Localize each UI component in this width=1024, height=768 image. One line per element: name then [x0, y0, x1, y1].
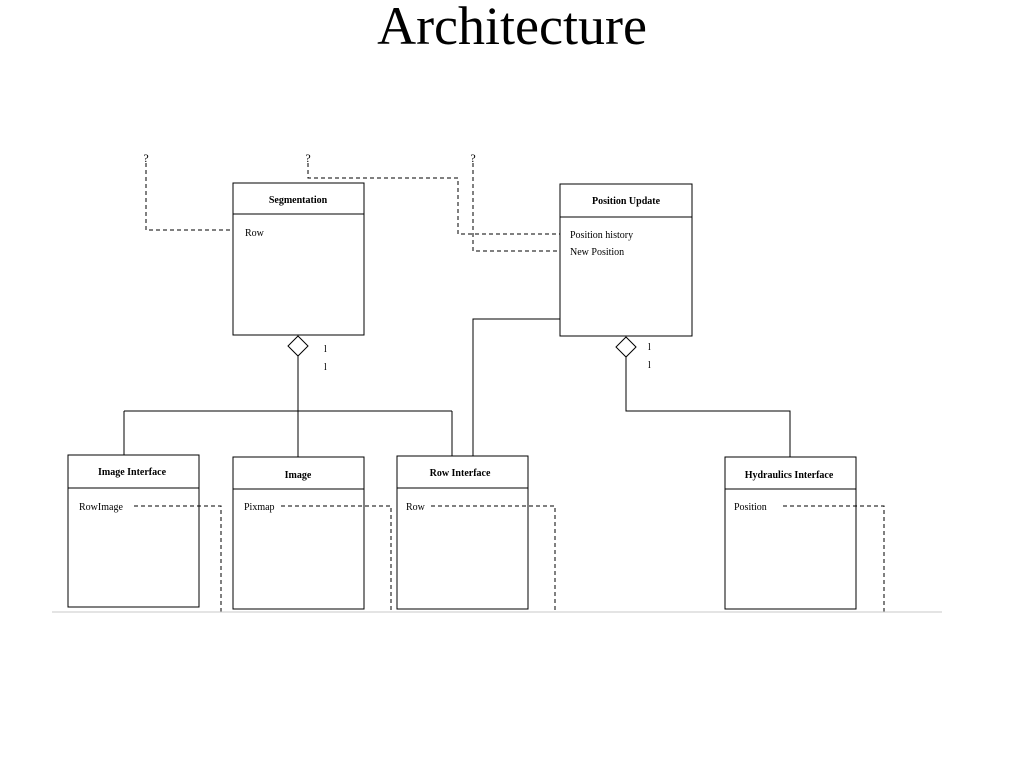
segmentation-multiplicity-1: l: [324, 344, 327, 355]
row-interface-class-name: Row Interface: [430, 468, 491, 479]
segmentation-multiplicity-2: l: [324, 362, 327, 373]
connector-glyph-right: ?: [470, 151, 475, 165]
image-interface-class-name: Image Interface: [98, 467, 167, 478]
position-update-class-name: Position Update: [592, 196, 661, 207]
slide-title: Architecture: [377, 0, 647, 56]
segmentation-class-name: Segmentation: [269, 195, 328, 206]
segmentation-box: [232, 182, 365, 336]
hydraulics-interface-attr-position: Position: [734, 502, 767, 513]
segmentation-aggregation-diamond: [287, 335, 309, 357]
position-update-attr-history: Position history: [570, 230, 633, 241]
image-class-name: Image: [285, 470, 312, 481]
position-update-aggregation-diamond: [615, 336, 637, 358]
new-position-link: [472, 163, 560, 252]
pixmap-link: [281, 505, 392, 612]
connector-glyph-middle: ?: [305, 151, 310, 165]
row-interface-box: [396, 455, 529, 610]
row-interface-row-link: [431, 505, 556, 612]
position-update-multiplicity-2: l: [648, 360, 651, 371]
row-interface-attr-row: Row: [406, 502, 426, 513]
position-history-link: [307, 163, 560, 235]
segmentation-row-link: [145, 163, 233, 231]
position-update-attr-new-position: New Position: [570, 247, 624, 258]
segmentation-attr-row: Row: [245, 228, 265, 239]
image-attr-pixmap: Pixmap: [244, 502, 275, 513]
connector-glyph-left: ?: [143, 151, 148, 165]
rowimage-link: [134, 505, 222, 612]
image-interface-attr-rowimage: RowImage: [79, 502, 123, 513]
position-update-box: [559, 183, 693, 337]
position-update-multiplicity-1: l: [648, 342, 651, 353]
image-interface-box: [67, 454, 200, 608]
hydraulics-position-link: [783, 505, 885, 612]
hydraulics-interface-class-name: Hydraulics Interface: [745, 470, 834, 481]
